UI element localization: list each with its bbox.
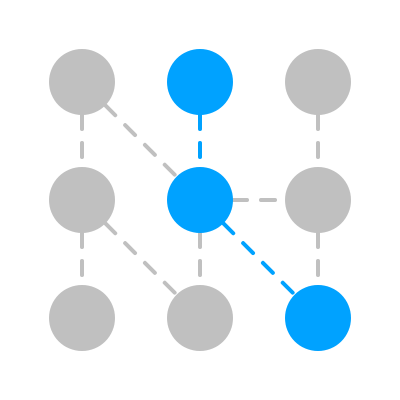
pattern-dot-r3c3[interactable] (285, 285, 351, 351)
pattern-dot-r2c3[interactable] (285, 167, 351, 233)
connectors-layer (80, 103, 320, 297)
pattern-dot-r2c2[interactable] (167, 167, 233, 233)
nodes-layer (49, 49, 351, 351)
pattern-dot-r3c1[interactable] (49, 285, 115, 351)
pattern-dot-r2c1[interactable] (49, 167, 115, 233)
pattern-dot-r3c2[interactable] (167, 285, 233, 351)
pattern-dot-r1c3[interactable] (285, 49, 351, 115)
connector-r2c2-r3c3 (221, 221, 297, 297)
connector-r1c1-r2c2 (103, 103, 179, 179)
connector-r2c1-r3c2 (103, 221, 179, 297)
pattern-dot-r1c2[interactable] (167, 49, 233, 115)
pattern-dot-r1c1[interactable] (49, 49, 115, 115)
